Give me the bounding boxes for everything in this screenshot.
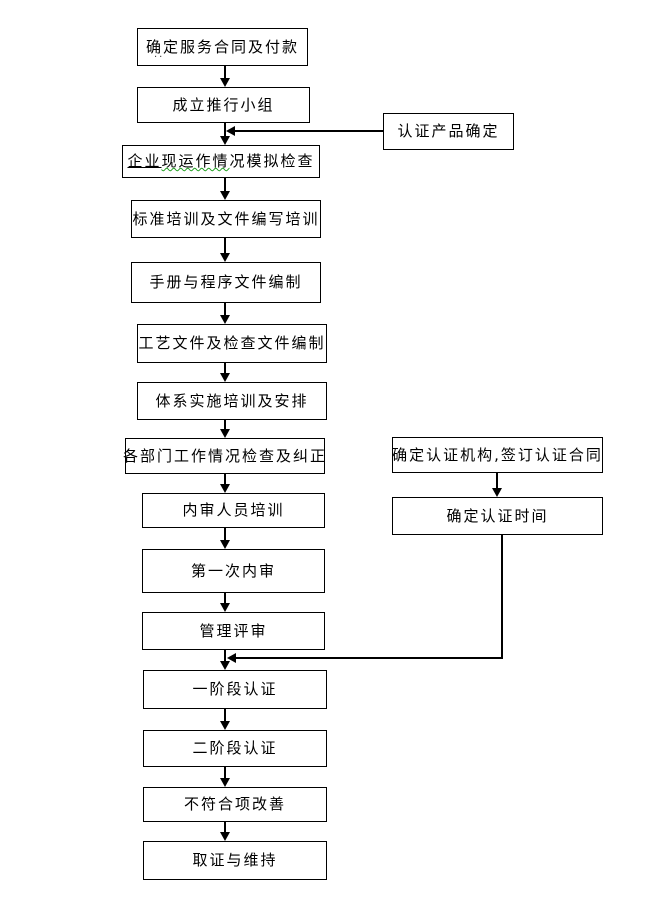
node-obtain-and-maintain-certificate: 取证与维持: [143, 841, 327, 880]
connector-12-13-stem: [224, 709, 226, 723]
connector-certification-product-stem: [234, 130, 383, 132]
connector-3-4-stem: [224, 178, 226, 193]
node-nonconformity-improvement: 不符合项改善: [143, 787, 327, 822]
connector-2-3-arrowhead: [219, 136, 230, 145]
node-process-and-inspection-document-preparation: 工艺文件及检查文件编制: [137, 324, 327, 363]
connector-13-14-arrowhead: [219, 778, 230, 787]
node-label: 成立推行小组: [172, 95, 275, 114]
connector-6-7-arrowhead: [219, 373, 230, 382]
connector-7-8-stem: [224, 420, 226, 431]
connector-body-to-time-arrowhead: [491, 488, 502, 497]
connector-time-to-junction-horizontal: [234, 657, 503, 659]
connector-13-14-stem: [224, 767, 226, 780]
node-label: 确定服务合同及付款: [145, 37, 299, 56]
node-system-implementation-training-arrangement: 体系实施培训及安排: [137, 382, 327, 420]
connector-12-13-arrowhead: [219, 721, 230, 730]
node-stage-1-certification: 一阶段认证: [143, 670, 327, 709]
node-current-operation-simulation-check: 企业现运作情况模拟检查: [122, 145, 320, 178]
connector-6-7-stem: [224, 363, 226, 375]
node-first-internal-audit: 第一次内审: [142, 549, 325, 593]
connector-7-8-arrowhead: [219, 429, 230, 438]
node-label: 企业现运作情况模拟检查: [127, 154, 314, 169]
connector-11-12-stem: [224, 650, 226, 663]
connector-5-6-stem: [224, 303, 226, 317]
connector-certification-product-arrowhead: [226, 125, 235, 136]
node-label: 确定认证机构,签订认证合同: [392, 445, 603, 464]
node-management-review: 管理评审: [142, 612, 325, 650]
connector-9-10-stem: [224, 528, 226, 542]
node-stage-2-certification: 二阶段认证: [143, 730, 327, 767]
connector-4-5-stem: [224, 238, 226, 255]
node-confirm-service-contract-and-payment: 确定服务合同及付款 ··: [137, 28, 308, 66]
node-label-plain-part: 况模拟检查: [229, 152, 315, 170]
node-label: 确定认证时间: [446, 506, 549, 525]
connector-4-5-arrowhead: [219, 253, 230, 262]
connector-body-to-time-stem: [496, 473, 498, 489]
node-label: 管理评审: [199, 621, 268, 640]
node-certification-product-confirmation: 认证产品确定: [383, 113, 514, 150]
node-label-underlined-part: 企业: [127, 152, 162, 170]
connector-time-to-junction-arrowhead: [227, 652, 236, 663]
node-certification-body-and-contract: 确定认证机构,签订认证合同: [392, 437, 603, 473]
connector-10-11-arrowhead: [219, 603, 230, 612]
node-label: 不符合项改善: [183, 795, 286, 813]
node-label-wavy-part: 现运作情: [161, 152, 230, 170]
node-label: 二阶段认证: [192, 739, 278, 757]
node-internal-auditor-training: 内审人员培训: [142, 493, 325, 528]
node-label: 取证与维持: [192, 851, 278, 869]
node-form-implementation-team: 成立推行小组: [137, 87, 310, 123]
node-label: 内审人员培训: [182, 501, 285, 519]
spellcheck-mark: ··: [154, 52, 165, 63]
connector-11-12-arrowhead: [219, 661, 230, 670]
connector-10-11-stem: [224, 593, 226, 605]
node-label: 手册与程序文件编制: [149, 273, 303, 291]
node-label: 一阶段认证: [192, 680, 278, 698]
connector-2-3-stem: [224, 123, 226, 138]
connector-14-15-arrowhead: [219, 832, 230, 841]
node-label: 工艺文件及检查文件编制: [138, 334, 326, 352]
node-label: 标准培训及文件编写培训: [132, 209, 320, 228]
connector-8-9-arrowhead: [219, 484, 230, 493]
node-label: 第一次内审: [190, 561, 276, 580]
connector-time-to-junction-vertical: [501, 535, 503, 659]
node-label: 认证产品确定: [397, 122, 500, 140]
connector-1-2-arrowhead: [219, 78, 230, 87]
node-label: 各部门工作情况检查及纠正: [123, 446, 328, 465]
node-standard-and-document-writing-training: 标准培训及文件编写培训: [131, 200, 321, 238]
node-label: 体系实施培训及安排: [155, 391, 309, 410]
connector-1-2-stem: [224, 66, 226, 80]
connector-5-6-arrowhead: [219, 315, 230, 324]
node-department-work-check-and-correction: 各部门工作情况检查及纠正: [123, 438, 328, 474]
connector-9-10-arrowhead: [219, 540, 230, 549]
connector-14-15-stem: [224, 822, 226, 834]
node-manual-and-procedure-document-preparation: 手册与程序文件编制: [131, 262, 321, 303]
connector-3-4-arrowhead: [219, 191, 230, 200]
node-certification-time: 确定认证时间: [392, 497, 603, 535]
connector-8-9-stem: [224, 474, 226, 486]
